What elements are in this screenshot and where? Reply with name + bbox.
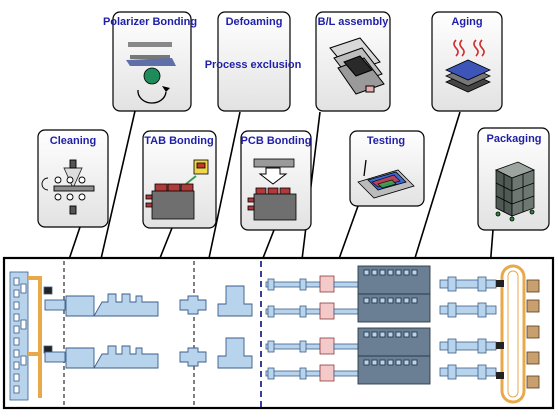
testing-panel-icon <box>357 159 415 199</box>
callout-defoaming: Defoaming <box>217 11 291 112</box>
pcb-board-icon <box>247 158 297 221</box>
callout-packaging: Packaging <box>477 127 550 231</box>
callout-box <box>217 11 291 112</box>
callout-cleaning: Cleaning <box>37 129 109 228</box>
polarizer-machine <box>93 293 159 317</box>
module-line-row-4 <box>265 364 497 382</box>
module-line-row-3 <box>265 337 497 355</box>
stocker-rack <box>9 271 53 401</box>
aging-oven-upper <box>357 265 431 323</box>
callout-aging: Aging <box>431 11 503 112</box>
label-packaging: Packaging <box>486 133 541 145</box>
callout-testing: Testing <box>349 130 425 207</box>
cleaning-machine <box>65 347 95 369</box>
cleaning-roller-icon <box>41 159 95 215</box>
callout-polarizer-bonding: Polarizer Bonding <box>103 11 197 112</box>
label-pcb-bonding: PCB Bonding <box>241 135 312 147</box>
tab-machine <box>179 295 207 315</box>
note-process-exclusion: Process exclusion <box>205 59 302 71</box>
cleaning-machine <box>65 295 95 317</box>
callout-tab-bonding: TAB Bonding <box>142 130 217 229</box>
label-testing: Testing <box>367 135 405 147</box>
callout-pcb-bonding: PCB Bonding <box>240 130 312 231</box>
label-tab-bonding: TAB Bonding <box>144 135 213 147</box>
polarizer-roller-icon <box>126 42 176 104</box>
pcb-machine <box>217 337 253 369</box>
packaging-loop-conveyor <box>496 264 540 404</box>
backlight-assembly-icon <box>329 37 385 95</box>
tab-chip-icon <box>145 159 209 220</box>
pcb-machine <box>217 285 253 317</box>
factory-floor-layout <box>2 256 555 410</box>
leader-aging <box>414 111 461 259</box>
module-line-row-2 <box>265 302 497 320</box>
label-polarizer-bonding: Polarizer Bonding <box>103 16 197 28</box>
packaging-crate-icon <box>494 161 536 222</box>
leader-defoaming <box>204 111 241 278</box>
label-cleaning: Cleaning <box>50 135 96 147</box>
upper-production-line <box>44 285 253 317</box>
label-defoaming: Defoaming <box>226 16 283 28</box>
lower-production-line <box>44 337 253 369</box>
label-bl-assembly: B/L assembly <box>318 16 390 28</box>
transfer-unit <box>44 351 66 363</box>
module-line-row-1 <box>265 275 497 293</box>
tab-machine <box>179 347 207 367</box>
polarizer-machine <box>93 345 159 369</box>
leader-polarizer <box>94 110 136 286</box>
callout-bl-assembly: B/L assembly <box>315 11 391 112</box>
aging-oven-lower <box>357 327 431 385</box>
aging-heat-icon <box>445 39 491 93</box>
label-aging: Aging <box>451 16 482 28</box>
transfer-unit <box>44 299 66 311</box>
